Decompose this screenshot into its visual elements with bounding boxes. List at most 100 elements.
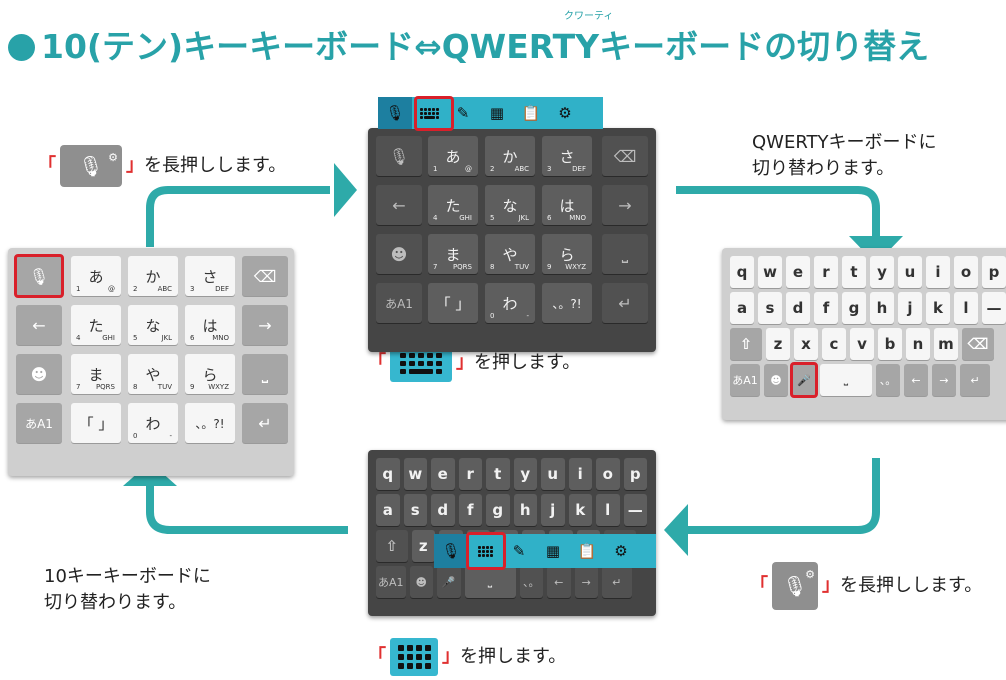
qwerty-key[interactable]: n: [906, 328, 930, 360]
punct-key[interactable]: 、。?!: [185, 403, 235, 443]
qwerty-key[interactable]: —: [982, 292, 1006, 324]
emoji-key[interactable]: ☻: [764, 364, 788, 396]
qwerty-key[interactable]: l: [954, 292, 978, 324]
qwerty-key[interactable]: z: [411, 530, 435, 562]
mic-key[interactable]: 🎤: [792, 364, 816, 396]
qwerty-key[interactable]: s: [758, 292, 782, 324]
qwerty-key[interactable]: i: [926, 256, 950, 288]
qwerty-key[interactable]: a: [376, 494, 400, 526]
bracket-key[interactable]: 「 」: [71, 403, 121, 443]
left-arrow-key[interactable]: ←: [547, 566, 571, 598]
emoji-key[interactable]: ☻: [409, 566, 433, 598]
mic-key[interactable]: 🎤: [437, 566, 461, 598]
mode-key[interactable]: あA1: [730, 364, 760, 396]
mode-key[interactable]: あA1: [376, 566, 406, 598]
enter-key[interactable]: ↵: [602, 283, 648, 323]
screen-icon[interactable]: ▦: [545, 542, 561, 560]
mic-key[interactable]: 🎙: [376, 136, 422, 176]
right-arrow-key[interactable]: →: [242, 305, 288, 345]
qwerty-key[interactable]: j: [898, 292, 922, 324]
qwerty-key[interactable]: v: [850, 328, 874, 360]
qwerty-key[interactable]: t: [842, 256, 866, 288]
qwerty-key[interactable]: g: [842, 292, 866, 324]
qwerty-key[interactable]: o: [596, 458, 620, 490]
gear-icon[interactable]: ⚙: [558, 104, 572, 122]
space-key[interactable]: ⎵: [820, 364, 872, 396]
space-key[interactable]: ⎵: [242, 354, 288, 394]
qwerty-key[interactable]: g: [486, 494, 510, 526]
right-arrow-key[interactable]: →: [602, 185, 648, 225]
backspace-key[interactable]: ⌫: [242, 256, 288, 296]
qwerty-key[interactable]: p: [623, 458, 647, 490]
qwerty-key[interactable]: y: [870, 256, 894, 288]
qwerty-key[interactable]: y: [513, 458, 537, 490]
keyboard-icon[interactable]: [412, 97, 446, 129]
enter-key[interactable]: ↵: [960, 364, 990, 396]
qwerty-key[interactable]: k: [926, 292, 950, 324]
bracket-key[interactable]: 「 」: [428, 283, 478, 323]
shift-key[interactable]: ⇧: [730, 328, 762, 360]
qwerty-key[interactable]: z: [766, 328, 790, 360]
clipboard-icon[interactable]: 📋: [577, 542, 597, 560]
qwerty-key[interactable]: u: [898, 256, 922, 288]
qwerty-key[interactable]: e: [786, 256, 810, 288]
punct-key[interactable]: 、。: [876, 364, 900, 396]
punct-key[interactable]: 、。: [519, 566, 543, 598]
qwerty-key[interactable]: r: [458, 458, 482, 490]
qwerty-key[interactable]: f: [458, 494, 482, 526]
qwerty-key[interactable]: t: [486, 458, 510, 490]
mode-key[interactable]: あA1: [16, 403, 62, 443]
backspace-key[interactable]: ⌫: [962, 328, 994, 360]
backspace-key[interactable]: ⌫: [602, 136, 648, 176]
right-arrow-key[interactable]: →: [932, 364, 956, 396]
qwerty-key[interactable]: f: [814, 292, 838, 324]
pen-icon[interactable]: ✎: [512, 542, 526, 560]
qwerty-key[interactable]: q: [730, 256, 754, 288]
qwerty-key[interactable]: r: [814, 256, 838, 288]
qwerty-key[interactable]: u: [541, 458, 565, 490]
qwerty-key[interactable]: d: [431, 494, 455, 526]
qwerty-key[interactable]: w: [403, 458, 427, 490]
left-arrow-key[interactable]: ←: [904, 364, 928, 396]
mic-icon[interactable]: 🎙: [434, 534, 468, 568]
qwerty-key[interactable]: q: [376, 458, 400, 490]
qwerty-key[interactable]: c: [822, 328, 846, 360]
qwerty-key[interactable]: k: [568, 494, 592, 526]
shift-key[interactable]: ⇧: [376, 530, 408, 562]
space-key[interactable]: ⎵: [464, 566, 516, 598]
enter-key[interactable]: ↵: [602, 566, 632, 598]
emoji-key[interactable]: ☻: [376, 234, 422, 274]
left-arrow-key[interactable]: ←: [16, 305, 62, 345]
qwerty-key[interactable]: d: [786, 292, 810, 324]
right-arrow-key[interactable]: →: [574, 566, 598, 598]
grid-icon[interactable]: [468, 534, 502, 568]
qwerty-key[interactable]: i: [568, 458, 592, 490]
qwerty-key[interactable]: h: [870, 292, 894, 324]
mic-key[interactable]: 🎙: [16, 256, 62, 296]
qwerty-key[interactable]: p: [982, 256, 1006, 288]
left-arrow-key[interactable]: ←: [376, 185, 422, 225]
gear-icon[interactable]: ⚙: [614, 542, 628, 560]
qwerty-key[interactable]: j: [541, 494, 565, 526]
qwerty-key[interactable]: w: [758, 256, 782, 288]
pen-icon[interactable]: ✎: [456, 104, 470, 122]
